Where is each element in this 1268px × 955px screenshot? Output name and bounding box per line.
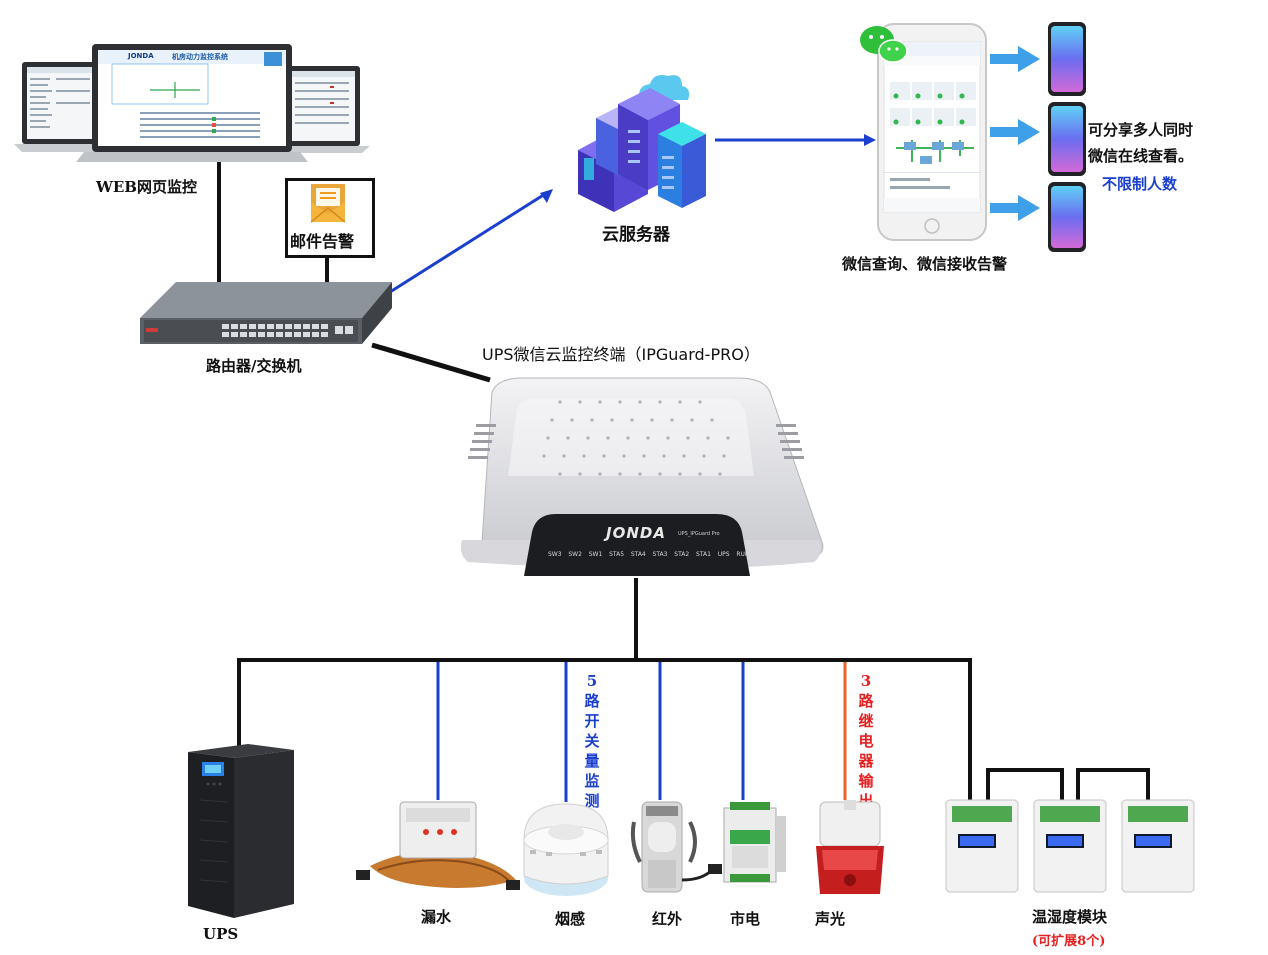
phone-3 [1048,182,1086,252]
terminal-brand-logo: JONDA [606,524,666,542]
share-text-line1: 可分享多人同时 [1088,121,1194,139]
mains-device [723,802,786,883]
relay-outputs-count: 3 [860,672,872,690]
share-text-line2: 微信在线查看。 [1088,147,1194,165]
switch-inputs-label: 5 路 开 关 量 监 测 [582,671,602,811]
ups-label: UPS [203,925,239,943]
unlimited-users-text: 不限制人数 [1102,175,1178,193]
port-label: STA4 [630,551,646,558]
switch-inputs-count: 5 [586,672,598,690]
port-label: PWR [756,551,770,558]
temp-expand-label: (可扩展8个) [1032,934,1106,949]
terminal-port-labels: SW3 SW2 SW1 STA5 STA4 STA3 STA2 STA1 UPS… [548,551,770,558]
port-label: STA3 [652,551,668,558]
temp-module-2 [1033,799,1107,893]
alarm-light-device [816,800,884,894]
smoke-device [523,803,609,896]
phone-2 [1048,102,1086,176]
leak-device [356,801,520,890]
port-label: RUN [736,551,750,558]
web-brand-logo: JONDA [128,52,154,60]
temp-humidity-label: 温湿度模块 [1032,908,1108,926]
alarm-light-label: 声光 [815,910,846,928]
port-label: STA2 [674,551,690,558]
temp-module-3 [1121,799,1195,893]
terminal-title: UPS微信云监控终端（IPGuard-PRO） [482,345,760,364]
port-label: STA5 [609,551,625,558]
mains-label: 市电 [730,910,761,928]
web-monitor-label: WEB网页监控 [96,178,197,196]
wechat-caption: 微信查询、微信接收告警 [842,255,1008,273]
smoke-label: 烟感 [555,910,586,928]
phone-arrows [990,46,1040,221]
phone-1 [1048,22,1086,96]
email-alarm-label: 邮件告警 [290,232,355,251]
web-app-title: 机房动力监控系统 [172,53,228,61]
infrared-label: 红外 [652,910,683,928]
port-label: STA1 [696,551,711,558]
router-to-terminal-line [371,342,491,383]
router-to-cloud-arrow [389,192,546,294]
infrared-device [630,801,722,893]
port-label: SW2 [568,551,582,558]
port-label: UPS [717,551,730,558]
temp-module-1 [945,799,1019,893]
leak-label: 漏水 [421,908,452,926]
port-label: SW3 [548,551,562,558]
ups-device [188,744,294,918]
router-label: 路由器/交换机 [206,357,302,375]
cloud-server-label: 云服务器 [602,225,670,245]
relay-outputs-label: 3 路 继 电 器 输 出 [856,671,876,811]
terminal-model: UPS_IPGuard Pro [678,531,720,537]
port-label: SW1 [588,551,603,558]
